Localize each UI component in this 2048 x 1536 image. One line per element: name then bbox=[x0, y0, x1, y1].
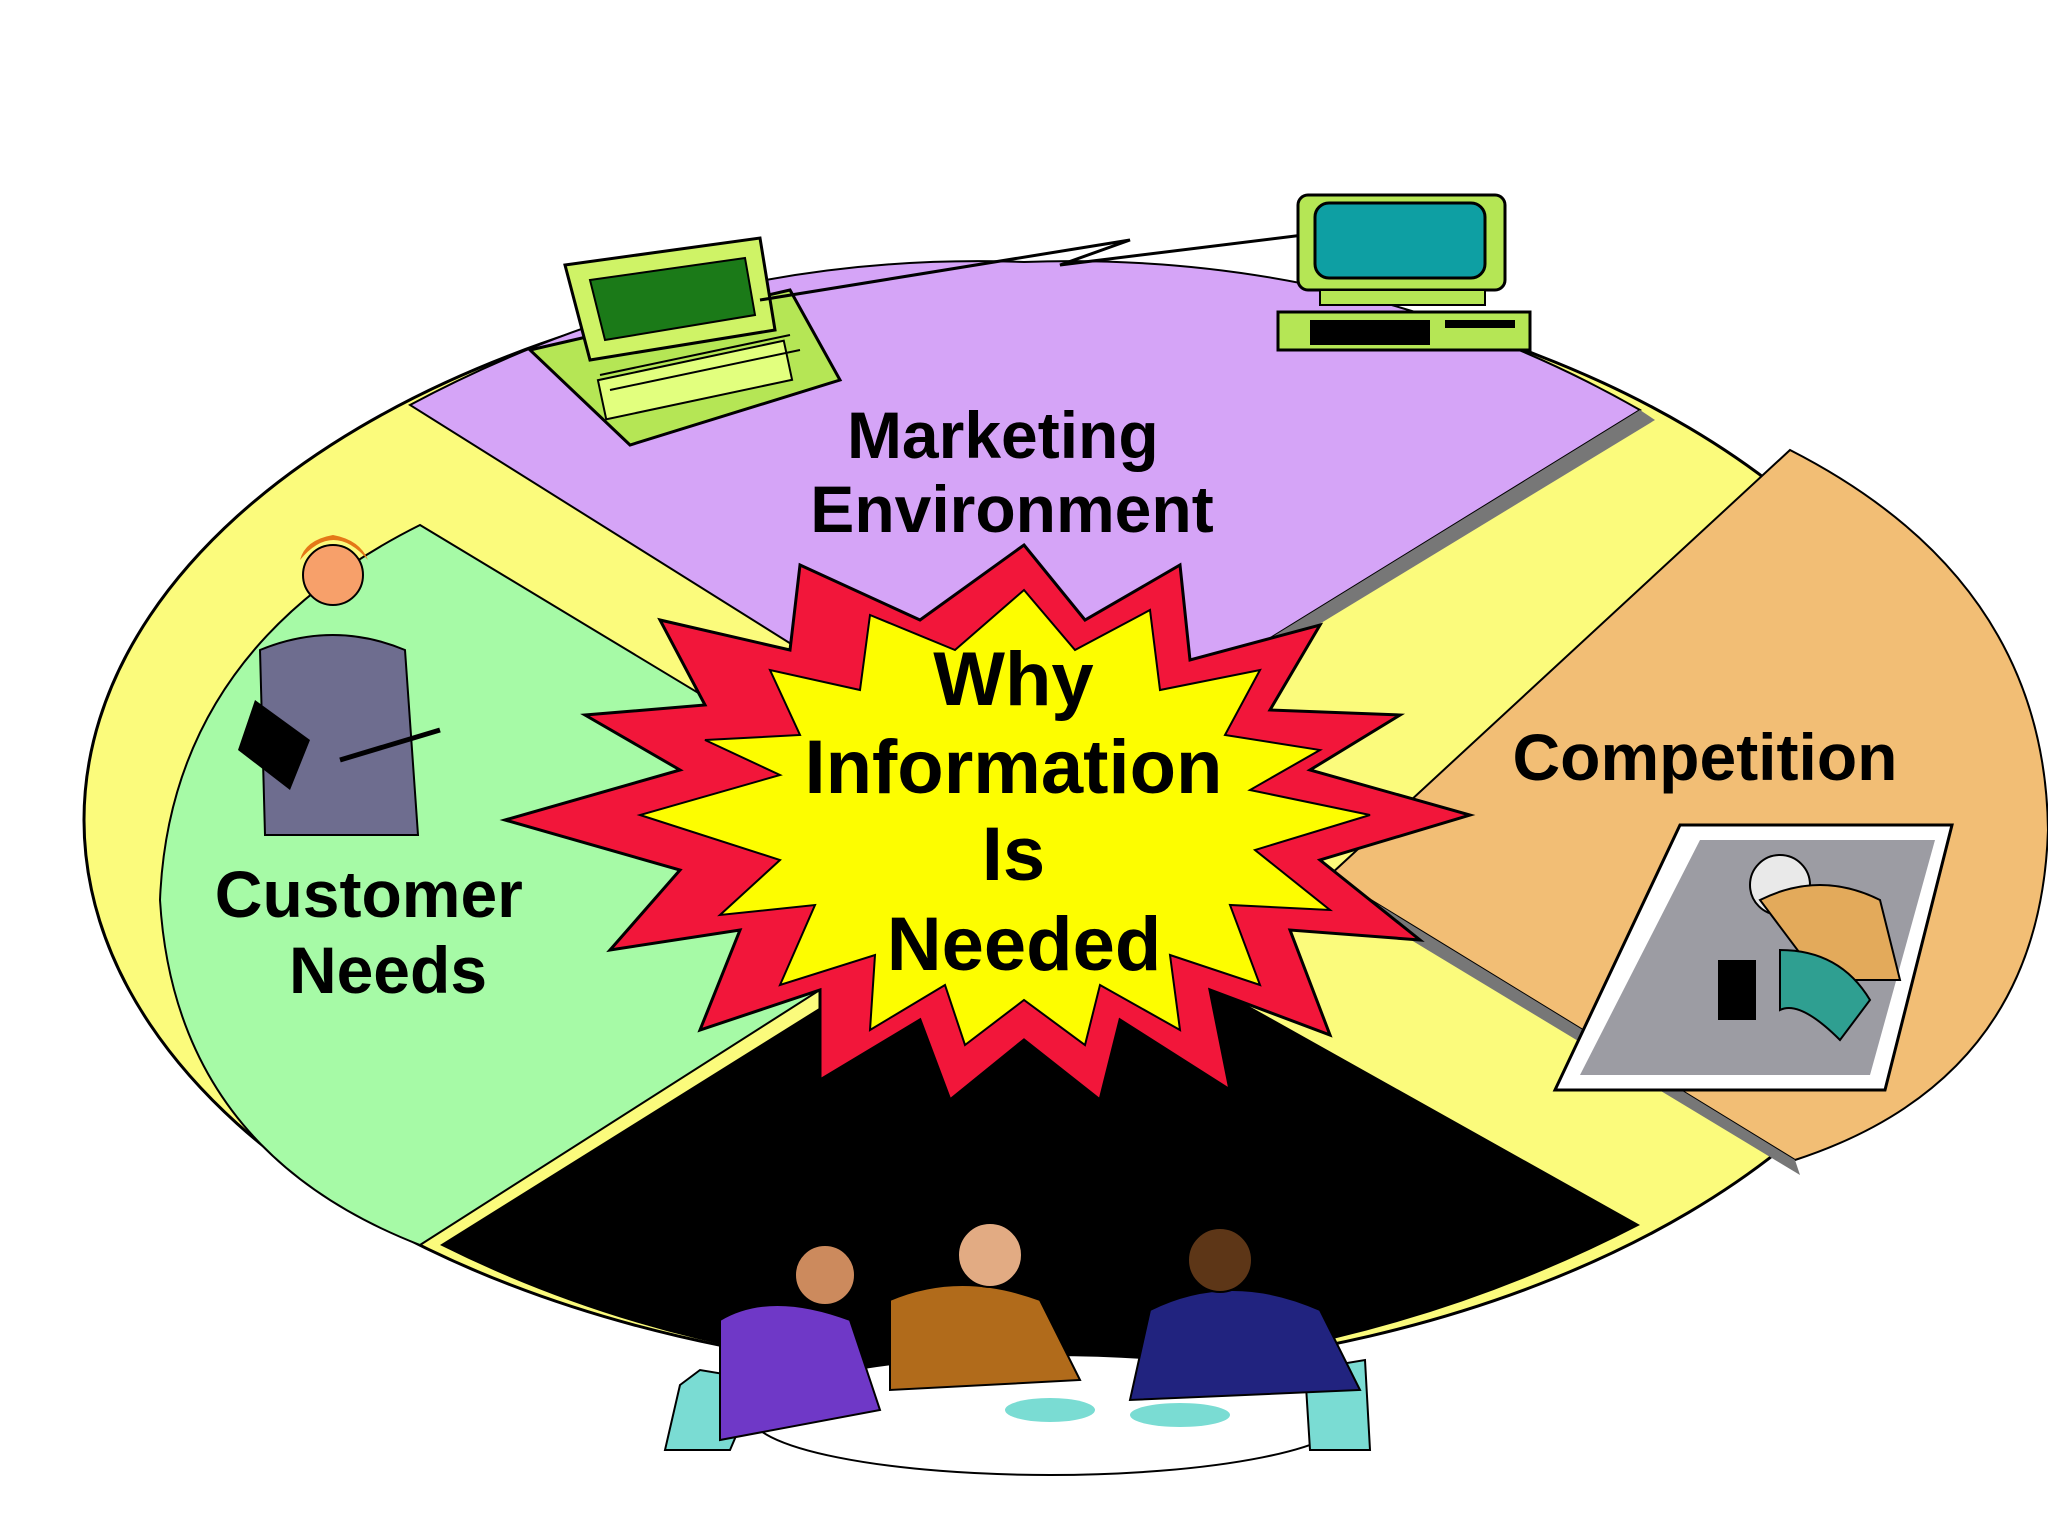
center-label: Why Information Is Needed bbox=[804, 637, 1243, 987]
center-line-4: Needed bbox=[887, 902, 1162, 987]
laptop-icon bbox=[526, 236, 843, 447]
sector-bottom bbox=[440, 880, 1640, 1378]
starburst-inner bbox=[636, 588, 1371, 1047]
center-line-3: Is bbox=[982, 812, 1045, 897]
label-marketing-line-2: Environment bbox=[810, 472, 1213, 546]
meeting-people-icon bbox=[663, 1222, 1372, 1476]
label-competition-line-1: Competition bbox=[1513, 720, 1898, 794]
center-line-2: Information bbox=[804, 725, 1222, 810]
sector-competition-shadow bbox=[1320, 875, 1800, 1175]
label-marketing-line-1: Marketing bbox=[847, 398, 1159, 472]
label-marketing-environment: Marketing Environment bbox=[810, 398, 1213, 546]
label-competition: Competition bbox=[1513, 720, 1898, 794]
label-customer-line-1: Customer bbox=[215, 857, 523, 931]
center-line-1: Why bbox=[933, 637, 1093, 722]
runner-icon bbox=[1552, 823, 1954, 1092]
label-customer-line-2: Needs bbox=[289, 933, 487, 1007]
desktop-computer-icon bbox=[1276, 193, 1532, 352]
label-customer-needs: Customer Needs bbox=[215, 857, 541, 1007]
businesswoman-icon bbox=[238, 535, 441, 836]
link-lightning bbox=[759, 226, 1361, 302]
